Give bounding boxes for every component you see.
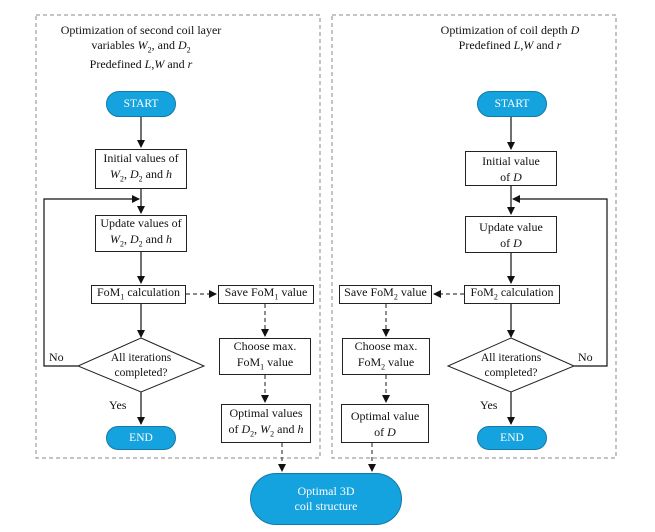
left-no-label: No: [49, 350, 64, 364]
left-choose-max-box: Choose max. FoM1 value: [219, 338, 311, 375]
left-start-terminal: START: [106, 91, 176, 117]
left-end-terminal: END: [106, 426, 176, 450]
right-no-label: No: [578, 350, 593, 364]
left-save-fom-box: Save FoM1 value: [218, 285, 314, 304]
right-save-fom-box: Save FoM2 value: [339, 285, 432, 304]
left-optimal-vars: of D2, W2 and h: [228, 421, 304, 439]
right-decision-diamond: [446, 337, 576, 393]
left-heading-variables: variables W2, and D2: [91, 38, 191, 55]
left-heading-predefined: Predefined L,W and r: [89, 57, 193, 72]
right-choose-max-box: Choose max. FoM2 value: [342, 338, 430, 375]
left-optimal-values-box: Optimal values of D2, W2 and h: [221, 404, 311, 443]
left-update-vars: W2, D2 and h: [110, 231, 172, 249]
right-fom-calculation-box: FoM2 calculation: [464, 285, 560, 304]
right-panel-border: [331, 14, 617, 459]
right-update-var: of D: [500, 235, 522, 250]
left-update-values-box: Update values of W2, D2 and h: [95, 215, 187, 252]
right-initial-value-box: Initial value of D: [465, 151, 557, 186]
right-panel-heading: Optimization of coil depth D Predefined …: [420, 23, 600, 53]
right-heading-predefined: Predefined L,W and r: [458, 38, 562, 52]
right-start-terminal: START: [477, 91, 547, 117]
left-save-label: Save FoM1 value: [224, 284, 308, 302]
left-panel-heading: Optimization of second coil layer variab…: [46, 23, 236, 72]
right-end-terminal: END: [477, 426, 547, 450]
right-optimal-var: of D: [374, 424, 396, 439]
right-decision-text: All iterations completed?: [480, 352, 542, 379]
left-panel-border: [35, 14, 321, 459]
left-initial-values-box: Initial values of W2, D2 and h: [95, 149, 187, 189]
right-yes-label: Yes: [480, 398, 498, 412]
left-fom-calc-label: FoM1 calculation: [97, 284, 180, 302]
left-fom-calculation-box: FoM1 calculation: [91, 285, 186, 304]
right-fom-calc-label: FoM2 calculation: [470, 284, 554, 302]
left-decision-diamond: [76, 337, 206, 393]
left-init-vars: W2, D2 and h: [110, 167, 172, 184]
right-save-label: Save FoM2 value: [344, 284, 427, 302]
right-optimal-value-box: Optimal value of D: [341, 404, 429, 443]
right-heading-line1: Optimization of coil depth D: [440, 23, 580, 37]
left-decision-text: All iterations completed?: [110, 352, 172, 379]
right-update-value-box: Update value of D: [465, 216, 557, 253]
left-yes-label: Yes: [109, 398, 127, 412]
left-choose-fom: FoM1 value: [236, 354, 294, 372]
right-init-var: of D: [500, 169, 522, 184]
right-choose-fom: FoM2 value: [357, 354, 415, 372]
final-optimal-coil-terminal: Optimal 3D coil structure: [250, 473, 402, 525]
